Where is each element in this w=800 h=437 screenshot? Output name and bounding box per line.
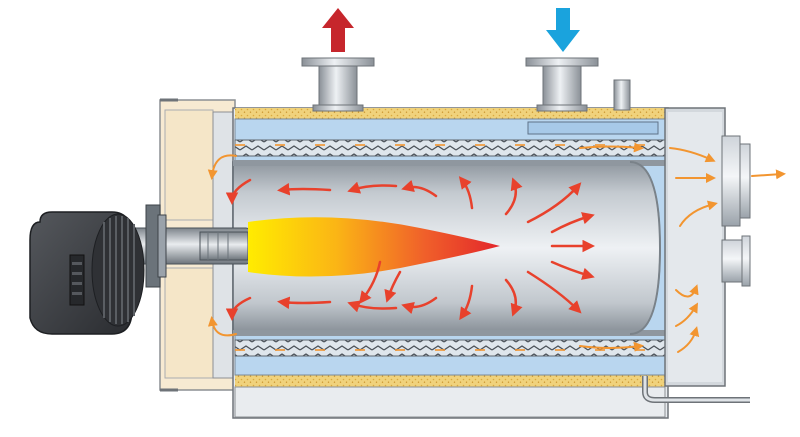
smoke-tubes-top bbox=[234, 139, 666, 157]
arrow-up-icon bbox=[322, 8, 354, 52]
burner-fan-grille bbox=[91, 213, 145, 327]
drain-pipe bbox=[642, 376, 750, 403]
small-fitting bbox=[613, 79, 631, 111]
flow-arrow-icon bbox=[207, 142, 786, 353]
gas-flow-arrows bbox=[207, 142, 786, 353]
cold-water-inlet bbox=[525, 57, 599, 112]
hot-water-outlet bbox=[301, 57, 375, 112]
flow-arrow-icon bbox=[225, 176, 595, 321]
bottom-skirt bbox=[234, 386, 666, 418]
insulation-layer bbox=[235, 108, 665, 387]
flame bbox=[248, 217, 500, 277]
flue-outlet bbox=[721, 135, 751, 227]
rear-connection bbox=[721, 235, 751, 287]
burner-flange bbox=[145, 204, 167, 288]
arrow-down-icon bbox=[546, 8, 580, 52]
smoke-box bbox=[664, 107, 726, 387]
